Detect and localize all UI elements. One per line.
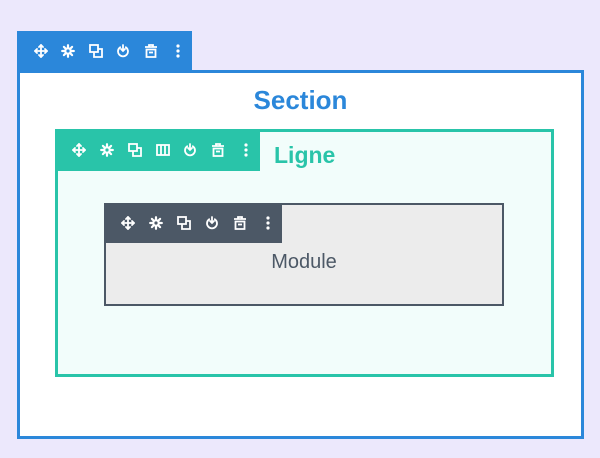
more-icon[interactable] (232, 129, 260, 171)
row-container[interactable]: Ligne (55, 129, 554, 377)
power-icon[interactable] (198, 203, 226, 243)
module-title: Module (271, 251, 337, 273)
power-icon[interactable] (110, 31, 138, 71)
gear-icon[interactable] (93, 129, 121, 171)
gear-icon[interactable] (55, 31, 83, 71)
move-icon[interactable] (65, 129, 93, 171)
duplicate-icon[interactable] (121, 129, 149, 171)
more-icon[interactable] (254, 203, 282, 243)
module-container[interactable]: Module (104, 203, 504, 306)
duplicate-icon[interactable] (82, 31, 110, 71)
section-toolbar (17, 31, 192, 71)
trash-icon[interactable] (137, 31, 165, 71)
duplicate-icon[interactable] (170, 203, 198, 243)
trash-icon[interactable] (226, 203, 254, 243)
columns-icon[interactable] (149, 129, 177, 171)
module-toolbar (104, 203, 282, 243)
power-icon[interactable] (176, 129, 204, 171)
move-icon[interactable] (27, 31, 55, 71)
row-title: Ligne (274, 142, 336, 168)
more-icon[interactable] (165, 31, 193, 71)
gear-icon[interactable] (142, 203, 170, 243)
move-icon[interactable] (114, 203, 142, 243)
section-container[interactable]: Section Ligne (17, 70, 584, 439)
row-toolbar (55, 129, 260, 171)
section-title: Section (253, 85, 348, 115)
trash-icon[interactable] (204, 129, 232, 171)
